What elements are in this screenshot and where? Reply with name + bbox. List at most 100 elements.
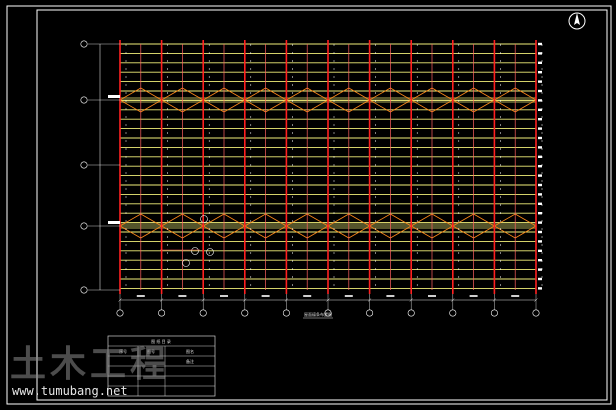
cross-bracing-line xyxy=(223,99,245,113)
cross-bracing-line xyxy=(223,213,245,227)
cross-bracing-line xyxy=(244,213,266,227)
purlin-end-marker xyxy=(538,240,542,243)
cross-bracing-line xyxy=(431,87,453,101)
plan-title: 屋面檩条布置图 xyxy=(304,311,332,317)
cross-bracing-line xyxy=(452,87,474,101)
dimension-text xyxy=(469,295,478,297)
purlin-end-marker xyxy=(538,136,542,140)
dimension-text xyxy=(303,295,312,297)
dimension-text xyxy=(136,295,145,297)
cross-bracing-line xyxy=(286,225,308,239)
purlin-end-marker xyxy=(538,155,542,158)
cross-bracing-line xyxy=(348,213,370,227)
cross-bracing-line xyxy=(411,87,433,101)
purlin-end-marker xyxy=(538,202,542,205)
row-axis-bubble xyxy=(80,286,88,294)
cross-bracing-line xyxy=(182,213,204,227)
dimension-tick xyxy=(243,298,247,302)
cross-bracing-line xyxy=(307,99,329,113)
cross-bracing-line xyxy=(161,99,183,113)
drawing-index-heading: 图 纸 目 录 xyxy=(151,338,171,344)
purlin-end-marker xyxy=(538,61,542,64)
dimension-text xyxy=(386,295,395,297)
purlin-end-marker xyxy=(538,127,542,130)
drawing-index-table: 图 纸 目 录 序号 图号 图名 备注 xyxy=(107,335,216,397)
cross-bracing-line xyxy=(265,225,287,239)
row-axis-bubble xyxy=(80,96,88,104)
cross-bracing-line xyxy=(515,213,537,227)
bay-label-tag xyxy=(108,221,120,224)
cross-bracing-line xyxy=(411,213,433,227)
cross-bracing-line xyxy=(369,225,391,239)
cross-bracing-line xyxy=(390,225,412,239)
purlin-end-marker xyxy=(538,193,542,196)
purlin-end-marker xyxy=(538,165,542,168)
cross-bracing-line xyxy=(515,99,537,113)
watermark-brand: 土木工程 xyxy=(10,344,171,385)
purlin-end-marker xyxy=(538,287,542,290)
cross-bracing-line xyxy=(223,87,245,101)
cross-bracing-line xyxy=(203,213,225,227)
purlin-end-marker xyxy=(538,221,542,224)
cross-bracing-line xyxy=(473,99,495,113)
purlin-end-marker xyxy=(538,71,542,74)
cross-bracing-line xyxy=(494,87,516,101)
cross-bracing-line xyxy=(119,99,141,113)
cross-bracing-line xyxy=(369,87,391,101)
cross-bracing-line xyxy=(203,87,225,101)
detail-callout-bubble xyxy=(200,215,208,223)
cross-bracing-line xyxy=(182,99,204,113)
cross-bracing-line xyxy=(369,99,391,113)
cross-bracing-line xyxy=(431,213,453,227)
cross-bracing-line xyxy=(307,213,329,227)
column-axis-bubble xyxy=(407,309,415,317)
purlin-end-marker xyxy=(538,108,542,111)
cross-bracing-line xyxy=(411,225,433,239)
cross-bracing-line xyxy=(307,225,329,239)
dimension-text xyxy=(178,295,187,297)
index-col-remark: 备注 xyxy=(186,358,194,364)
row-axis-bubble xyxy=(80,161,88,169)
detail-callout-bubble xyxy=(182,259,190,267)
cross-bracing-line xyxy=(244,225,266,239)
column-axis-bubble xyxy=(241,309,249,317)
index-col-name: 图名 xyxy=(186,348,194,354)
cross-bracing-line xyxy=(390,87,412,101)
cross-bracing-line xyxy=(473,213,495,227)
cross-bracing-line xyxy=(119,213,141,227)
dimension-tick xyxy=(492,298,497,302)
purlin-end-marker xyxy=(538,146,542,149)
purlin-end-marker xyxy=(538,268,542,271)
column-axis-bubble xyxy=(282,309,290,317)
cross-bracing-line xyxy=(452,213,474,227)
dimension-tick xyxy=(409,298,413,302)
dimension-tick xyxy=(451,298,455,302)
cross-bracing-line xyxy=(348,99,370,113)
north-arrow-icon xyxy=(568,12,586,30)
cross-bracing-line xyxy=(327,87,349,101)
dimension-text xyxy=(261,295,270,297)
cross-bracing-line xyxy=(431,225,453,239)
column-axis-bubble xyxy=(490,309,498,317)
cross-bracing-line xyxy=(203,225,225,239)
cross-bracing-line xyxy=(411,99,433,113)
cross-bracing-line xyxy=(244,87,266,101)
sheet-inner-border xyxy=(36,9,608,401)
dimension-tick xyxy=(118,298,122,302)
cross-bracing-line xyxy=(119,225,141,239)
purlin-end-marker xyxy=(538,42,542,46)
cross-bracing-line xyxy=(265,87,287,101)
column-axis-bubble xyxy=(116,309,124,317)
cross-bracing-line xyxy=(140,99,162,113)
cross-bracing-line xyxy=(244,99,266,113)
dimension-tick xyxy=(284,298,289,302)
purlin-end-marker xyxy=(538,89,542,93)
cross-bracing-line xyxy=(494,99,516,113)
purlin-end-marker xyxy=(538,277,542,281)
cross-bracing-line xyxy=(452,99,474,113)
column-axis-bubble xyxy=(366,309,374,317)
cross-bracing-line xyxy=(286,213,308,227)
cross-bracing-line xyxy=(182,87,204,101)
dimension-text xyxy=(428,295,436,297)
